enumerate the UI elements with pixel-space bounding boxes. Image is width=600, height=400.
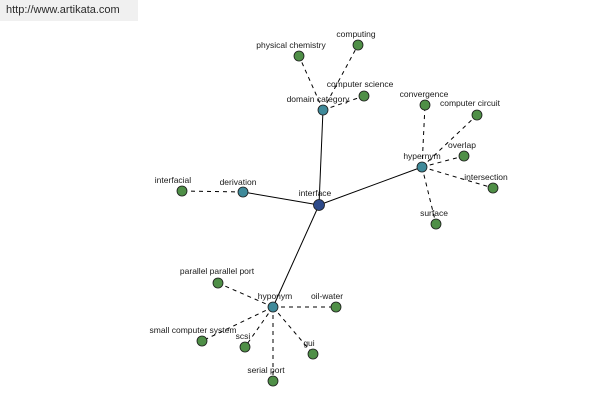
node-computing[interactable]: computing bbox=[336, 29, 376, 51]
node-circle-serial-port[interactable] bbox=[267, 375, 279, 387]
node-label-overlap[interactable]: overlap bbox=[448, 140, 476, 150]
node-label-intersection[interactable]: intersection bbox=[464, 172, 508, 182]
node-label-interfacial[interactable]: interfacial bbox=[155, 175, 191, 185]
node-interface[interactable]: interface bbox=[299, 188, 332, 211]
node-circle-derivation[interactable] bbox=[237, 186, 249, 198]
node-circle-physical-chemistry[interactable] bbox=[293, 50, 305, 62]
node-parallel-parallel-port[interactable]: parallel parallel port bbox=[180, 266, 255, 289]
node-label-small-computer-system[interactable]: small computer system bbox=[150, 325, 237, 335]
node-label-hypernym[interactable]: hypernym bbox=[403, 151, 440, 161]
node-interfacial[interactable]: interfacial bbox=[155, 175, 191, 197]
edges-layer bbox=[181, 44, 494, 381]
node-label-computer-circuit[interactable]: computer circuit bbox=[440, 98, 501, 108]
node-computer-circuit[interactable]: computer circuit bbox=[440, 98, 501, 121]
node-gui[interactable]: gui bbox=[303, 338, 319, 360]
node-label-hyponym[interactable]: hyponym bbox=[258, 291, 293, 301]
edge-derivation-interfacial bbox=[181, 190, 244, 193]
node-circle-computing[interactable] bbox=[352, 39, 364, 51]
edge-hypernym-convergence bbox=[421, 104, 426, 168]
node-overlap[interactable]: overlap bbox=[448, 140, 476, 162]
node-hyponym[interactable]: hyponym bbox=[258, 291, 293, 313]
edge-hyponym-scsi bbox=[244, 306, 274, 348]
node-circle-small-computer-system[interactable] bbox=[196, 335, 208, 347]
node-label-computing[interactable]: computing bbox=[336, 29, 375, 39]
node-circle-computer-circuit[interactable] bbox=[471, 109, 483, 121]
node-label-parallel-parallel-port[interactable]: parallel parallel port bbox=[180, 266, 255, 276]
node-circle-interface[interactable] bbox=[313, 199, 325, 211]
node-circle-overlap[interactable] bbox=[458, 150, 470, 162]
node-label-serial-port[interactable]: serial port bbox=[247, 365, 285, 375]
node-scsi[interactable]: scsi bbox=[236, 331, 251, 353]
node-circle-oil-water[interactable] bbox=[330, 301, 342, 313]
edge-interface-hypernym bbox=[318, 166, 423, 206]
node-circle-gui[interactable] bbox=[307, 348, 319, 360]
node-label-surface[interactable]: surface bbox=[420, 208, 448, 218]
node-serial-port[interactable]: serial port bbox=[247, 365, 285, 387]
node-circle-interfacial[interactable] bbox=[176, 185, 188, 197]
node-label-interface[interactable]: interface bbox=[299, 188, 332, 198]
edge-interface-domain-category bbox=[318, 109, 324, 206]
node-circle-hypernym[interactable] bbox=[416, 161, 428, 173]
node-circle-domain-category[interactable] bbox=[317, 104, 329, 116]
node-circle-scsi[interactable] bbox=[239, 341, 251, 353]
node-circle-parallel-parallel-port[interactable] bbox=[212, 277, 224, 289]
node-label-scsi[interactable]: scsi bbox=[236, 331, 251, 341]
node-label-gui[interactable]: gui bbox=[303, 338, 314, 348]
node-label-oil-water[interactable]: oil-water bbox=[311, 291, 343, 301]
node-label-convergence[interactable]: convergence bbox=[400, 89, 449, 99]
edge-domain-category-physical-chemistry bbox=[298, 55, 324, 111]
source-url-banner[interactable]: http://www.artikata.com bbox=[0, 0, 138, 21]
edge-interface-derivation bbox=[242, 191, 320, 206]
node-circle-computer-science[interactable] bbox=[358, 90, 370, 102]
edge-hyponym-small-computer-system bbox=[201, 306, 274, 342]
node-surface[interactable]: surface bbox=[420, 208, 448, 230]
node-convergence[interactable]: convergence bbox=[400, 89, 449, 111]
node-circle-surface[interactable] bbox=[430, 218, 442, 230]
node-circle-intersection[interactable] bbox=[487, 182, 499, 194]
edge-hypernym-surface bbox=[421, 166, 437, 225]
node-oil-water[interactable]: oil-water bbox=[311, 291, 343, 313]
node-intersection[interactable]: intersection bbox=[464, 172, 508, 194]
edge-hyponym-parallel-parallel-port bbox=[217, 282, 274, 308]
edge-hyponym-gui bbox=[272, 306, 314, 355]
node-domain-category[interactable]: domain category bbox=[287, 94, 351, 116]
node-small-computer-system[interactable]: small computer system bbox=[150, 325, 237, 347]
nodes-layer: interface domain category derivation hypern… bbox=[150, 29, 508, 387]
node-derivation[interactable]: derivation bbox=[220, 177, 257, 198]
node-physical-chemistry[interactable]: physical chemistry bbox=[256, 40, 326, 62]
node-hypernym[interactable]: hypernym bbox=[403, 151, 441, 173]
node-label-derivation[interactable]: derivation bbox=[220, 177, 257, 187]
edge-interface-hyponym bbox=[272, 204, 320, 308]
node-label-domain-category[interactable]: domain category bbox=[287, 94, 351, 104]
node-label-physical-chemistry[interactable]: physical chemistry bbox=[256, 40, 326, 50]
node-circle-convergence[interactable] bbox=[419, 99, 431, 111]
node-circle-hyponym[interactable] bbox=[267, 301, 279, 313]
node-label-computer-science[interactable]: computer science bbox=[327, 79, 394, 89]
node-computer-science[interactable]: computer science bbox=[327, 79, 394, 102]
